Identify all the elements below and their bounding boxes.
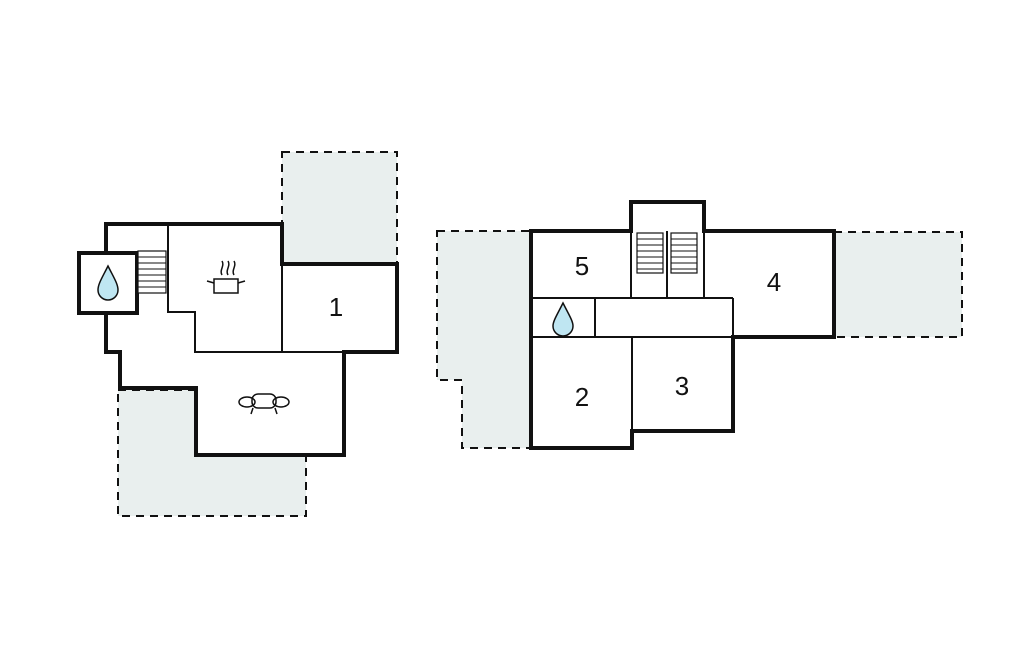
sofa-icon bbox=[238, 393, 290, 415]
room-1-label: 1 bbox=[329, 292, 343, 322]
water-drop-icon bbox=[97, 264, 119, 301]
bathroom-walls bbox=[77, 251, 139, 315]
room-3-label: 3 bbox=[675, 371, 689, 401]
terrace-left bbox=[436, 230, 532, 449]
room-2-label: 2 bbox=[575, 382, 589, 412]
cooking-pot-icon bbox=[206, 260, 246, 294]
terrace-right bbox=[833, 231, 963, 338]
room-5-label: 5 bbox=[575, 251, 589, 281]
staircase-icon bbox=[636, 232, 664, 274]
ground-floor-plan: 1 bbox=[77, 151, 399, 517]
room-4-label: 4 bbox=[767, 267, 781, 297]
staircase-icon bbox=[137, 250, 167, 294]
kitchen-wall bbox=[167, 224, 282, 353]
water-drop-icon bbox=[552, 301, 574, 337]
terrace-top bbox=[281, 151, 398, 265]
staircase-icon bbox=[670, 232, 698, 274]
upper-floor-plan: 5 4 2 3 bbox=[436, 200, 963, 450]
